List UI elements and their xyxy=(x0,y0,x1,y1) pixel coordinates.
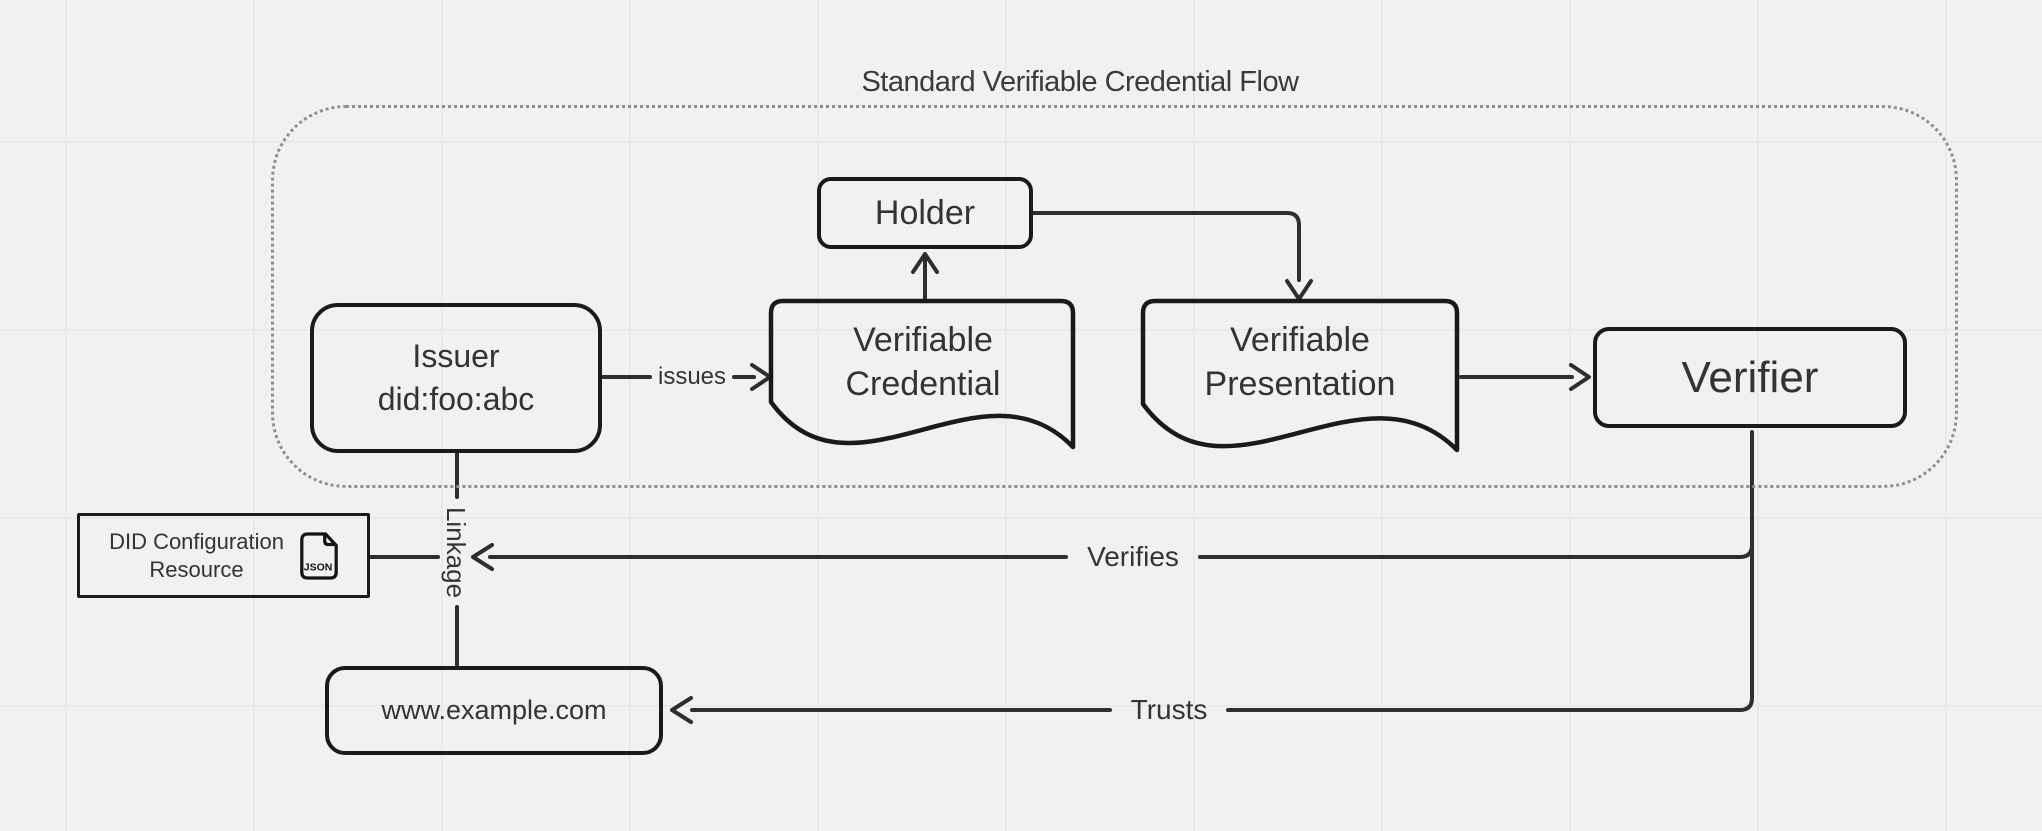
node-website-label: www.example.com xyxy=(381,695,607,725)
holder-to-presentation-line[interactable] xyxy=(1031,211,1301,282)
presentation-to-verifier-edge[interactable] xyxy=(1459,363,1591,391)
node-holder-label: Holder xyxy=(874,193,976,232)
trusts-edge[interactable] xyxy=(670,543,1754,724)
verifies-edge-label: Verifies xyxy=(1087,541,1179,572)
json-file-icon: JSON xyxy=(300,531,338,580)
node-verifier[interactable]: Verifier xyxy=(1593,327,1907,428)
up-arrowhead-icon xyxy=(911,252,939,274)
node-verifiable-presentation-label: Verifiable Presentation xyxy=(1204,321,1396,403)
credential-flow-boundary xyxy=(271,105,1958,488)
document-shape[interactable] xyxy=(768,298,1076,450)
node-issuer[interactable]: Issuer did:foo:abc xyxy=(310,303,602,453)
json-file-icon-text: JSON xyxy=(304,561,333,573)
trusts-edge-label: Trusts xyxy=(1130,694,1208,725)
linkage-edge-label-text: Linkage xyxy=(441,506,472,598)
left-arrowhead-icon xyxy=(670,696,693,724)
trusts-line[interactable] xyxy=(690,543,1754,712)
left-arrowhead-icon xyxy=(471,543,494,571)
right-arrowhead-icon xyxy=(1569,363,1591,391)
node-holder[interactable]: Holder xyxy=(817,177,1033,249)
node-verifiable-credential[interactable] xyxy=(767,298,1081,476)
node-website[interactable]: www.example.com xyxy=(325,666,663,755)
node-issuer-label: Issuer did:foo:abc xyxy=(377,338,535,417)
node-verifier-label: Verifier xyxy=(1681,352,1819,402)
node-did-configuration-label: DID Configuration Resource xyxy=(109,528,284,582)
node-verifiable-credential-label: Verifiable Credential xyxy=(845,321,1001,403)
document-shape[interactable] xyxy=(1140,298,1460,453)
node-verifiable-presentation[interactable] xyxy=(1139,298,1465,480)
diagram-title: Standard Verifiable Credential Flow xyxy=(861,66,1299,98)
credential-to-holder-edge[interactable] xyxy=(911,252,939,303)
issues-edge-label: issues xyxy=(657,363,727,390)
node-did-configuration-resource[interactable]: DID Configuration Resource JSON xyxy=(77,513,370,598)
